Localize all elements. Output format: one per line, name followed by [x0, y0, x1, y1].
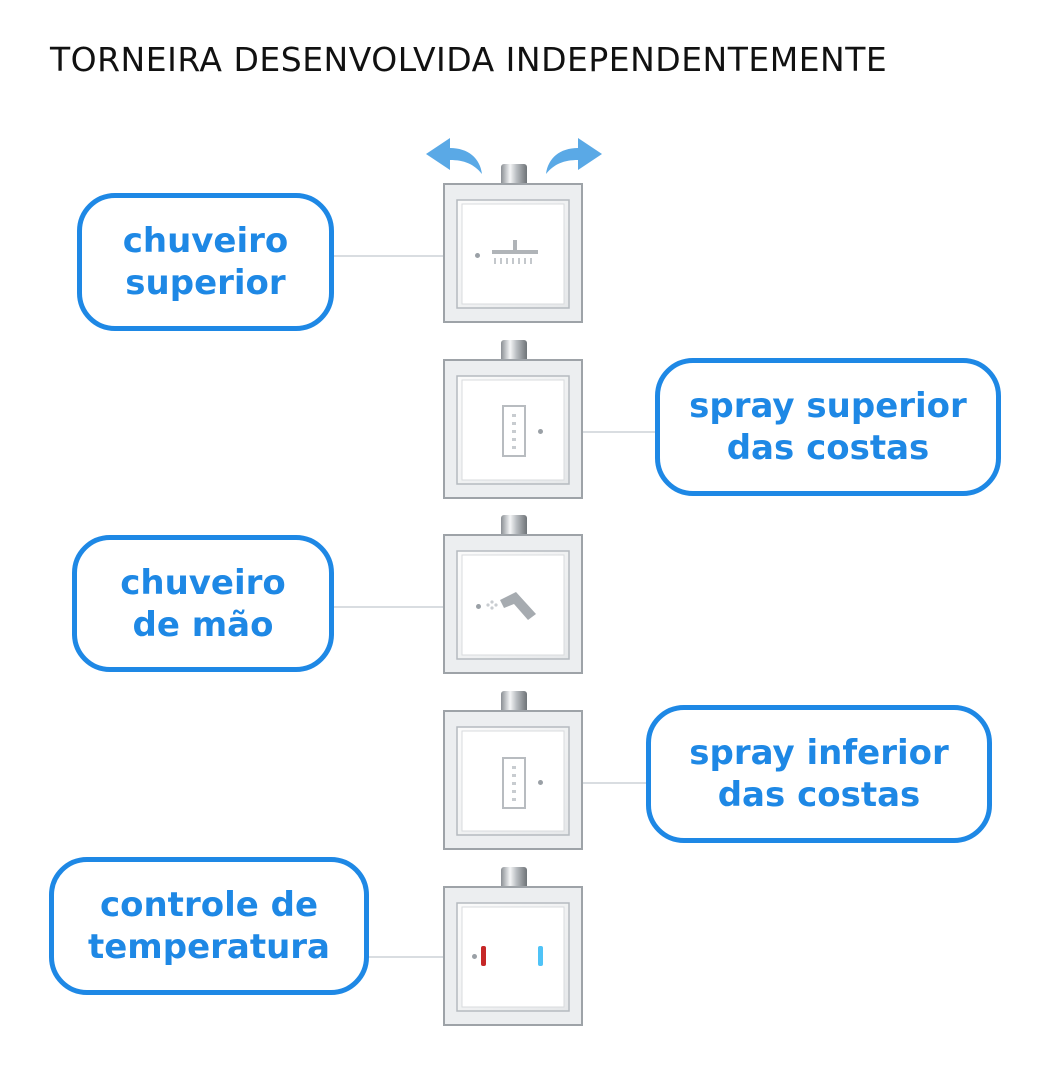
label-lower-back-spray: spray inferior das costas [646, 705, 992, 843]
cold-indicator-icon [538, 946, 543, 966]
valve-upper-back-spray[interactable] [443, 340, 583, 500]
hand-shower-icon [486, 592, 536, 620]
back-spray-icon [502, 757, 526, 809]
rotate-right-arrow-icon [546, 138, 602, 174]
overhead-shower-icon [492, 240, 538, 264]
label-upper-back-spray: spray superior das costas [655, 358, 1001, 496]
valve-temperature-control[interactable] [443, 867, 583, 1027]
indicator-dot [472, 954, 477, 959]
label-line-1: spray inferior [689, 733, 949, 773]
indicator-dot [476, 604, 481, 609]
connector-line [330, 606, 480, 608]
label-overhead-shower: chuveiro superior [77, 193, 334, 331]
label-line-1: spray superior [689, 386, 967, 426]
label-hand-shower: chuveiro de mão [72, 535, 334, 672]
valve-lower-back-spray[interactable] [443, 691, 583, 851]
hot-indicator-icon [481, 946, 486, 966]
connector-line [541, 431, 659, 433]
back-spray-icon [502, 405, 526, 457]
label-line-1: controle de [99, 885, 319, 925]
label-line-1: chuveiro [120, 562, 286, 603]
label-line-2: de mão [132, 604, 274, 645]
label-temperature-control: controle de temperatura [49, 857, 369, 995]
connector-line [330, 255, 478, 257]
indicator-dot [538, 780, 543, 785]
label-line-2: das costas [717, 775, 921, 815]
connector-line [365, 956, 473, 958]
valve-hand-shower[interactable] [443, 515, 583, 675]
indicator-dot [475, 253, 480, 258]
connector-line [541, 782, 649, 784]
indicator-dot [538, 429, 543, 434]
label-line-2: das costas [726, 428, 930, 468]
label-line-1: chuveiro [122, 221, 289, 261]
rotate-left-arrow-icon [426, 138, 482, 174]
page-title: TORNEIRA DESENVOLVIDA INDEPENDENTEMENTE [50, 40, 888, 79]
label-line-2: superior [125, 263, 286, 303]
label-line-2: temperatura [87, 927, 331, 967]
